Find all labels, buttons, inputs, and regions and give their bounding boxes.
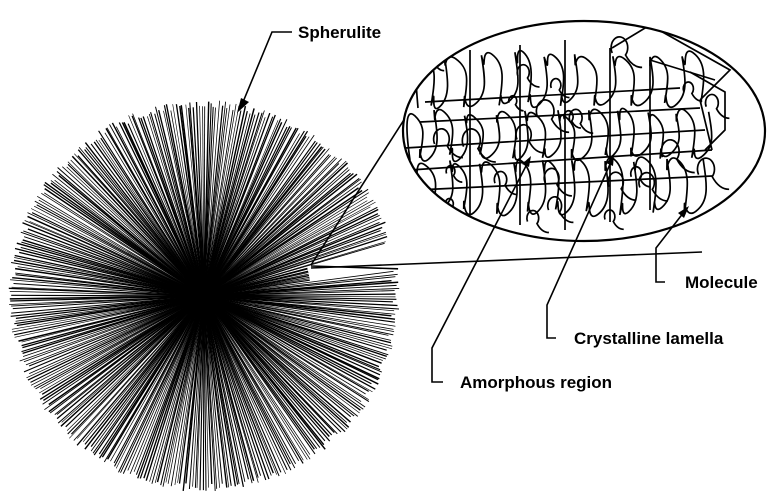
zoom-line-upper: [311, 112, 409, 265]
spherulite-disc: [9, 101, 399, 491]
spherulite-leader: [243, 32, 292, 102]
crystalline-lamella-label: Crystalline lamella: [574, 329, 724, 348]
amorphous-loop: [415, 213, 431, 230]
amorphous-region-label: Amorphous region: [460, 373, 612, 392]
spherulite-arrowhead: [237, 98, 249, 113]
zoom-line-lower: [311, 252, 702, 268]
magnified-region: [403, 21, 765, 241]
molecule-label: Molecule: [685, 273, 758, 292]
spherulite-label: Spherulite: [298, 23, 381, 42]
